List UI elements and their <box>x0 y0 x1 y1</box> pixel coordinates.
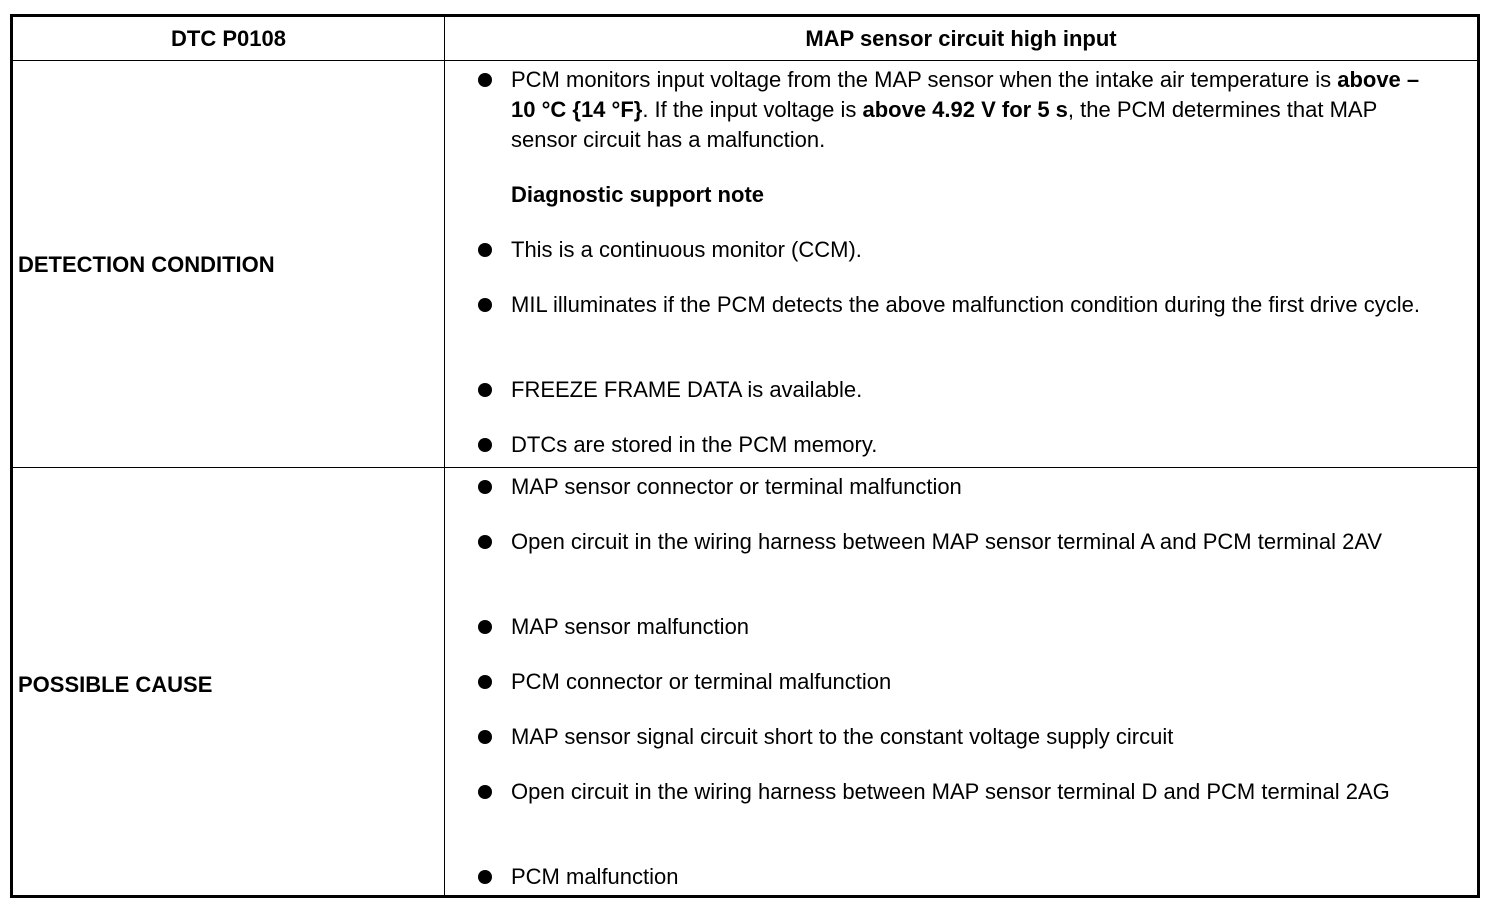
detection-main-text-1: PCM monitors input voltage from the MAP … <box>511 67 1338 92</box>
possible-cause-item: PCM malfunction <box>478 862 1441 892</box>
bullet-icon <box>478 243 492 257</box>
dtc-code-header: DTC P0108 <box>171 25 286 51</box>
possible-cause-item: Open circuit in the wiring harness betwe… <box>478 777 1441 807</box>
bullet-icon <box>478 480 492 494</box>
possible-cause-text: MAP sensor connector or terminal malfunc… <box>511 474 962 499</box>
column-divider <box>444 17 445 895</box>
bullet-icon <box>478 730 492 744</box>
possible-cause-text: PCM connector or terminal malfunction <box>511 669 892 694</box>
dtc-table: DTC P0108 MAP sensor circuit high input … <box>10 14 1480 898</box>
detection-main-voltage-threshold: above 4.92 V for 5 s <box>862 97 1068 122</box>
bullet-icon <box>478 298 492 312</box>
detection-main-text-2: . If the input voltage is <box>642 97 863 122</box>
possible-cause-item: PCM connector or terminal malfunction <box>478 667 1441 697</box>
bullet-icon <box>478 785 492 799</box>
detection-note-item: This is a continuous monitor (CCM). <box>478 235 1441 265</box>
possible-cause-text: Open circuit in the wiring harness betwe… <box>511 529 1383 554</box>
bullet-icon <box>478 535 492 549</box>
possible-cause-text: Open circuit in the wiring harness betwe… <box>511 779 1390 804</box>
detection-main-temp-threshold: above –10 °C {14 °F} <box>511 67 1420 122</box>
detection-note-item: MIL illuminates if the PCM detects the a… <box>478 290 1441 320</box>
bullet-icon <box>478 73 492 87</box>
possible-cause-text: MAP sensor signal circuit short to the c… <box>511 724 1174 749</box>
bullet-icon <box>478 620 492 634</box>
header-divider <box>13 60 1477 61</box>
bullet-icon <box>478 438 492 452</box>
row-divider <box>13 467 1477 468</box>
detection-note-text: DTCs are stored in the PCM memory. <box>511 432 878 457</box>
detection-main-item: PCM monitors input voltage from the MAP … <box>478 65 1441 155</box>
detection-note-text: MIL illuminates if the PCM detects the a… <box>511 292 1420 317</box>
bullet-icon <box>478 383 492 397</box>
dtc-description-header: MAP sensor circuit high input <box>805 25 1117 51</box>
possible-cause-text: MAP sensor malfunction <box>511 614 750 639</box>
detection-condition-label: DETECTION CONDITION <box>18 252 275 277</box>
detection-main-text-3: , the PCM determines that MAP sensor cir… <box>511 97 1377 152</box>
detection-note-item: FREEZE FRAME DATA is available. <box>478 375 1441 405</box>
possible-cause-item: MAP sensor signal circuit short to the c… <box>478 722 1441 752</box>
bullet-icon <box>478 675 492 689</box>
possible-cause-text: PCM malfunction <box>511 864 679 889</box>
diagnostic-support-note-heading: Diagnostic support note <box>511 182 764 207</box>
possible-cause-item: MAP sensor connector or terminal malfunc… <box>478 472 1441 502</box>
possible-cause-item: MAP sensor malfunction <box>478 612 1441 642</box>
detection-note-text: FREEZE FRAME DATA is available. <box>511 377 863 402</box>
detection-note-item: DTCs are stored in the PCM memory. <box>478 430 1441 460</box>
detection-note-text: This is a continuous monitor (CCM). <box>511 237 862 262</box>
bullet-icon <box>478 870 492 884</box>
possible-cause-label: POSSIBLE CAUSE <box>18 672 213 697</box>
possible-cause-item: Open circuit in the wiring harness betwe… <box>478 527 1441 557</box>
